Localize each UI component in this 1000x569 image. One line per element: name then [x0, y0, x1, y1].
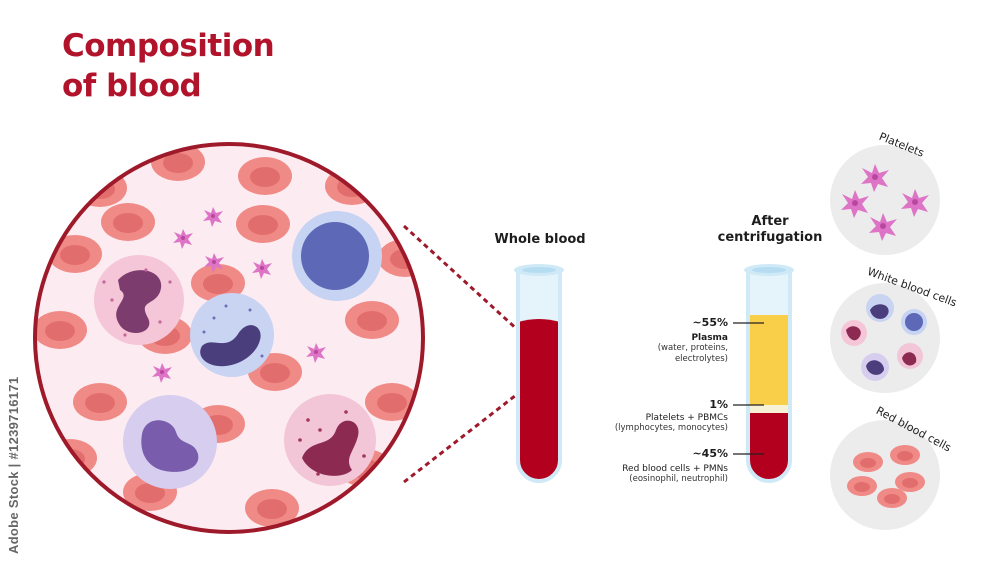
white-cells-panel — [830, 283, 940, 393]
plasma-annotation: ~55% Plasma (water, proteins, electrolyt… — [560, 316, 728, 365]
after-label-line-1: After — [751, 214, 789, 229]
plasma-layer — [748, 315, 790, 405]
red-layer-percent: ~45% — [692, 447, 728, 460]
after-centrifugation-label: After centrifugation — [700, 214, 840, 246]
magnified-blood-view — [33, 142, 425, 534]
lymphocyte-cell — [292, 211, 382, 301]
title-line-1: Composition — [62, 28, 275, 64]
stock-credit: Adobe Stock | #1239716171 — [6, 376, 21, 554]
monocyte-cell — [123, 395, 217, 489]
red-cell-layer — [748, 413, 790, 481]
buffy-coat-percent: 1% — [709, 398, 728, 411]
red-layer-desc: (eosinophil, neutrophil) — [629, 474, 728, 484]
buffy-coat-annotation: 1% Platelets + PBMCs (lymphocytes, monoc… — [560, 398, 728, 434]
neutrophil-cell — [190, 293, 274, 377]
plasma-desc-1: (water, proteins, — [657, 343, 728, 353]
buffy-coat-desc: (lymphocytes, monocytes) — [614, 423, 728, 433]
whole-blood-label: Whole blood — [494, 232, 586, 247]
red-cells-panel — [830, 420, 940, 530]
buffy-coat-name: Platelets + PBMCs — [645, 413, 728, 423]
plasma-name: Plasma — [691, 333, 728, 343]
zoom-lines — [402, 224, 522, 484]
after-label-line-2: centrifugation — [717, 230, 823, 245]
layer-pointers — [733, 322, 764, 455]
centrifuged-tube — [744, 264, 794, 483]
plasma-percent: ~55% — [692, 316, 728, 329]
title-line-2: of blood — [62, 68, 202, 104]
whole-blood-tube — [514, 264, 564, 483]
basophil-cell — [284, 394, 376, 486]
page-title: Composition of blood — [62, 26, 275, 106]
platelets-panel — [830, 145, 940, 255]
eosinophil-cell — [94, 255, 184, 345]
red-layer-name: Red blood cells + PMNs — [622, 464, 728, 474]
buffy-coat-layer — [748, 405, 790, 413]
plasma-desc-2: electrolytes) — [674, 354, 728, 364]
red-layer-annotation: ~45% Red blood cells + PMNs (eosinophil,… — [560, 447, 728, 485]
